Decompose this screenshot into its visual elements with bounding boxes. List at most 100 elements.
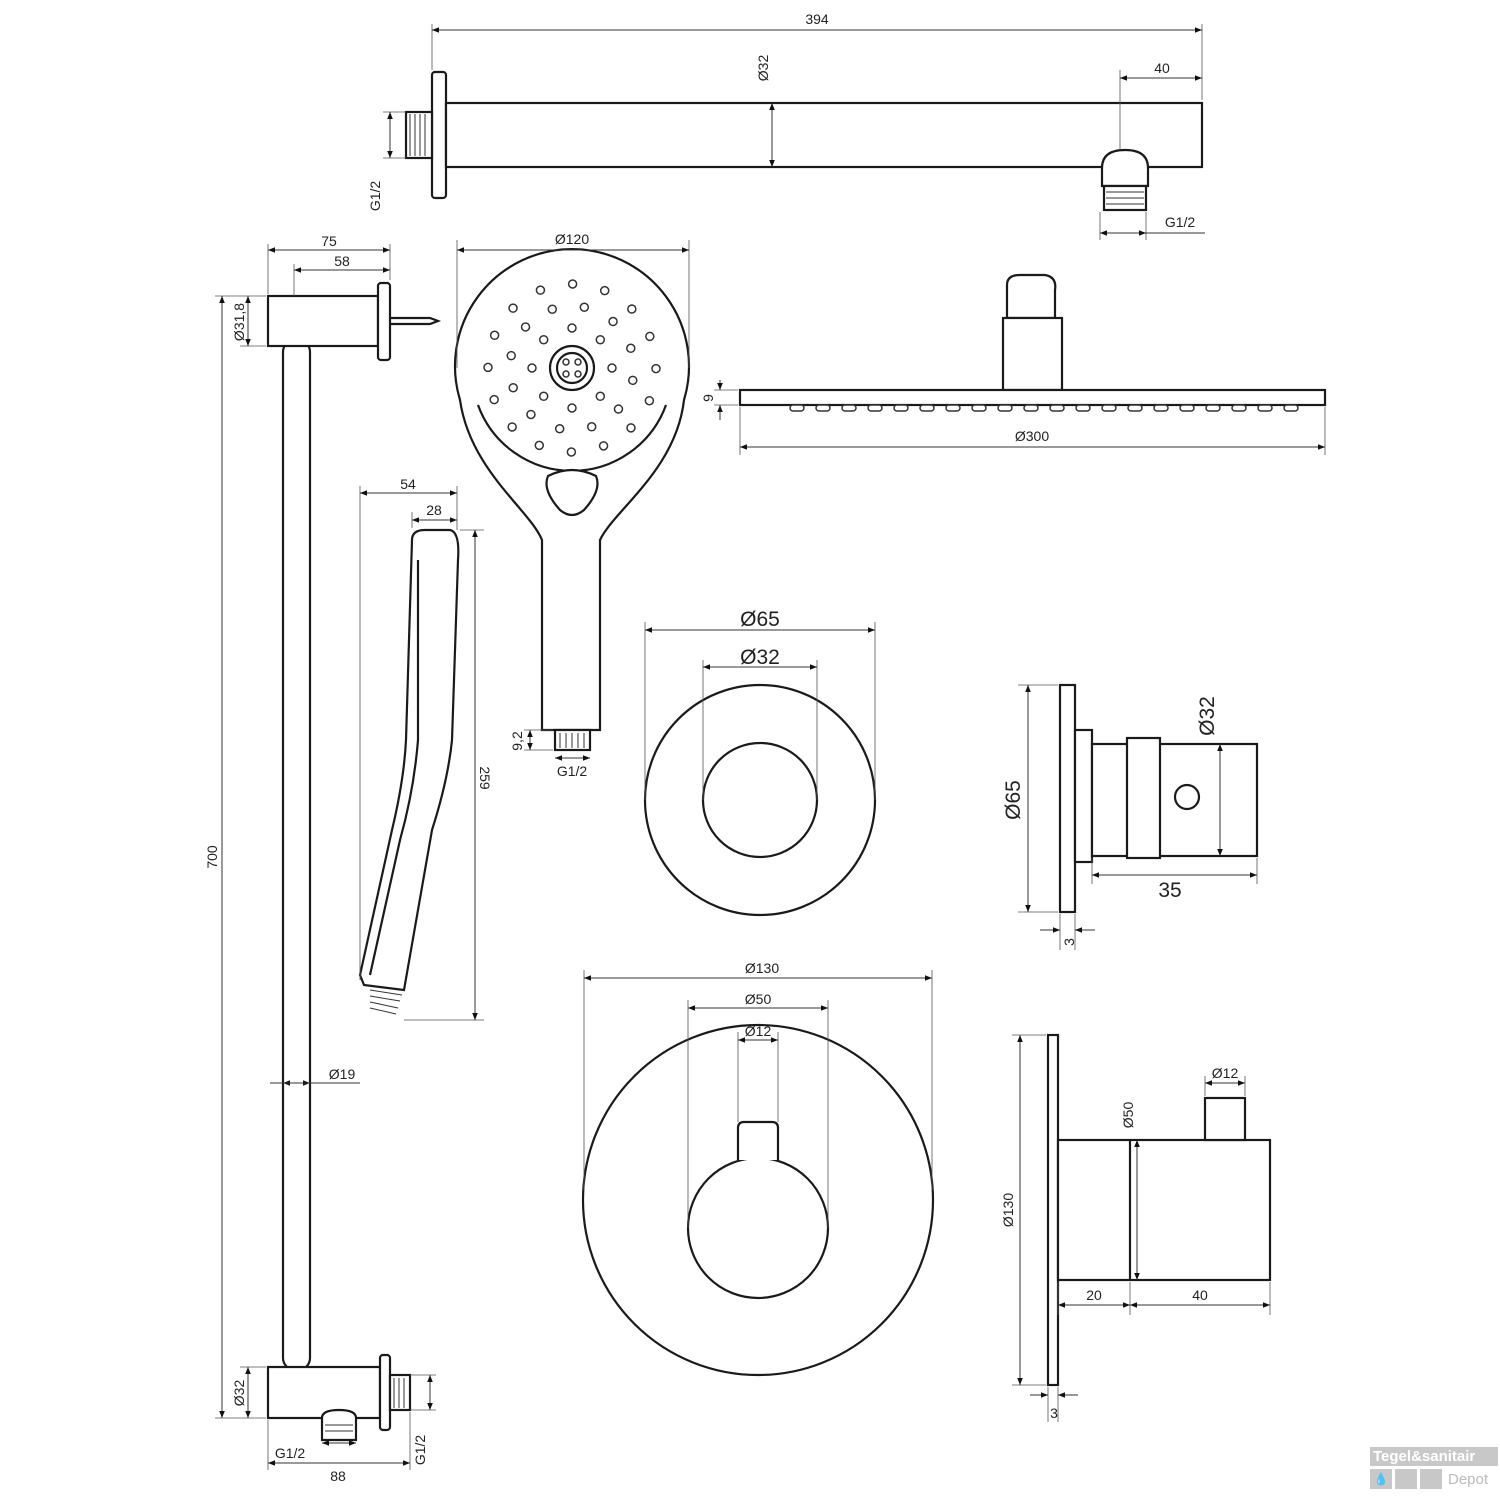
rail-thread-bottom-label: G1/2 bbox=[275, 1445, 306, 1461]
thermo-side-body-label: Ø50 bbox=[1120, 1102, 1136, 1129]
thermo-depth-a-label: 20 bbox=[1086, 1287, 1102, 1303]
hand-shower-side: 54 28 259 bbox=[358, 476, 493, 1021]
nozzle-dot bbox=[554, 424, 565, 434]
logo-square bbox=[1395, 1469, 1417, 1489]
shower-arm: 394 40 Ø32 G1/2 G1/2 bbox=[367, 11, 1205, 240]
stop-front-outer-label: Ø65 bbox=[740, 608, 780, 631]
head-nozzle bbox=[919, 404, 935, 412]
logo-square bbox=[1420, 1469, 1442, 1489]
nozzle-dot bbox=[567, 279, 578, 289]
stop-plate-thickness-label: 3 bbox=[1061, 938, 1077, 946]
head-nozzles bbox=[789, 404, 1299, 412]
nozzle-dot bbox=[508, 382, 518, 393]
thermo-plate-thickness-label: 3 bbox=[1050, 1405, 1058, 1421]
stop-side-depth-label: 35 bbox=[1158, 879, 1181, 902]
logo-brand-text: Tegel&sanitair bbox=[1370, 1447, 1498, 1466]
head-nozzle bbox=[971, 404, 987, 412]
nozzle-dot bbox=[566, 447, 577, 457]
head-diameter-label: Ø300 bbox=[1015, 428, 1049, 444]
thermo-front-inner-label: Ø50 bbox=[745, 991, 772, 1007]
rail-tube-diameter-label: Ø19 bbox=[329, 1066, 356, 1082]
head-nozzle bbox=[1153, 404, 1169, 412]
thermo-depth-b-label: 40 bbox=[1192, 1287, 1208, 1303]
thermo-front-outer-label: Ø130 bbox=[745, 960, 779, 976]
nozzle-dot bbox=[627, 304, 637, 314]
nozzle-dot bbox=[527, 363, 537, 373]
nozzle-dot bbox=[547, 304, 558, 314]
hand-head-depth-label: 28 bbox=[426, 502, 442, 518]
nozzle-dot bbox=[489, 394, 499, 405]
rail-bottom-depth-label: 88 bbox=[330, 1468, 346, 1484]
head-nozzle bbox=[1049, 404, 1065, 412]
brand-logo: Tegel&sanitair 💧 Depot bbox=[1370, 1447, 1498, 1489]
stop-side-plate-label: Ø65 bbox=[1002, 780, 1025, 820]
nozzle-dot bbox=[489, 330, 500, 341]
nozzle-dot bbox=[608, 316, 618, 327]
thermostat-front: Ø130 Ø50 Ø12 bbox=[581, 960, 935, 1377]
nozzle-dot bbox=[628, 375, 638, 386]
arm-thread-in-label: G1/2 bbox=[367, 181, 383, 212]
nozzle-dot bbox=[538, 391, 549, 402]
nozzle-dot bbox=[645, 331, 655, 342]
arm-diameter-label: Ø32 bbox=[755, 55, 771, 82]
hand-depth-label: 54 bbox=[400, 476, 416, 492]
nozzle-dot bbox=[598, 441, 609, 451]
head-nozzle bbox=[1127, 404, 1143, 412]
nozzle-dot bbox=[607, 363, 617, 373]
thermo-front-knob-label: Ø12 bbox=[745, 1023, 772, 1039]
arm-length-label: 394 bbox=[805, 11, 829, 27]
rail-thread-side-label: G1/2 bbox=[412, 1435, 428, 1466]
nozzle-dot bbox=[534, 440, 545, 451]
thermo-side-plate-label: Ø130 bbox=[1000, 1193, 1016, 1227]
arm-outlet-offset-label: 40 bbox=[1154, 60, 1170, 76]
slide-rail: 75 58 Ø31,8 700 Ø19 Ø32 G1/2 88 G1/2 bbox=[204, 233, 442, 1484]
stop-side-body-label: Ø32 bbox=[1196, 696, 1219, 736]
water-drop-icon: 💧 bbox=[1370, 1469, 1392, 1489]
rail-bracket-diameter-label: Ø31,8 bbox=[231, 303, 247, 341]
nozzle-dot bbox=[567, 323, 577, 333]
head-nozzle bbox=[1205, 404, 1221, 412]
nozzle-dot bbox=[520, 322, 531, 332]
head-nozzle bbox=[1101, 404, 1117, 412]
head-nozzle bbox=[789, 404, 805, 412]
head-nozzle bbox=[1023, 404, 1039, 412]
nozzle-dot bbox=[626, 423, 636, 433]
spray-nozzles bbox=[483, 279, 661, 457]
nozzle-dot bbox=[595, 334, 606, 345]
nozzle-dot bbox=[538, 334, 549, 345]
head-nozzle bbox=[815, 404, 831, 412]
nozzle-dot bbox=[651, 363, 661, 374]
head-nozzle bbox=[893, 404, 909, 412]
logo-sub-text: Depot bbox=[1448, 1470, 1489, 1488]
hand-thread-label: G1/2 bbox=[557, 763, 588, 779]
nozzle-dot bbox=[599, 285, 610, 296]
nozzle-dot bbox=[586, 422, 597, 432]
nozzle-dot bbox=[483, 362, 493, 373]
nozzle-dot bbox=[567, 403, 577, 413]
head-nozzle bbox=[841, 404, 857, 412]
stop-front-inner-label: Ø32 bbox=[740, 646, 780, 669]
rail-length-label: 700 bbox=[204, 845, 220, 869]
nozzle-dot bbox=[535, 285, 546, 295]
thermo-side-knob-label: Ø12 bbox=[1212, 1065, 1239, 1081]
nozzle-dot bbox=[526, 409, 536, 420]
head-nozzle bbox=[1257, 404, 1273, 412]
nozzle-dot bbox=[506, 350, 516, 361]
rail-bracket-depth-label: 75 bbox=[321, 233, 337, 249]
nozzle-dot bbox=[626, 343, 636, 354]
head-nozzle bbox=[1283, 404, 1299, 412]
arm-thread-out-label: G1/2 bbox=[1165, 214, 1196, 230]
head-nozzle bbox=[945, 404, 961, 412]
head-nozzle bbox=[997, 404, 1013, 412]
nozzle-dot bbox=[579, 302, 590, 312]
nozzle-dot bbox=[644, 395, 655, 406]
hand-head-diameter-label: Ø120 bbox=[555, 231, 589, 247]
head-nozzle bbox=[867, 404, 883, 412]
head-nozzle bbox=[1231, 404, 1247, 412]
head-nozzle bbox=[1075, 404, 1091, 412]
stop-valve-side: Ø65 Ø32 35 3 bbox=[1002, 683, 1259, 950]
head-shower: 9 Ø300 bbox=[700, 273, 1327, 455]
stop-valve-front: Ø65 Ø32 bbox=[643, 608, 877, 917]
